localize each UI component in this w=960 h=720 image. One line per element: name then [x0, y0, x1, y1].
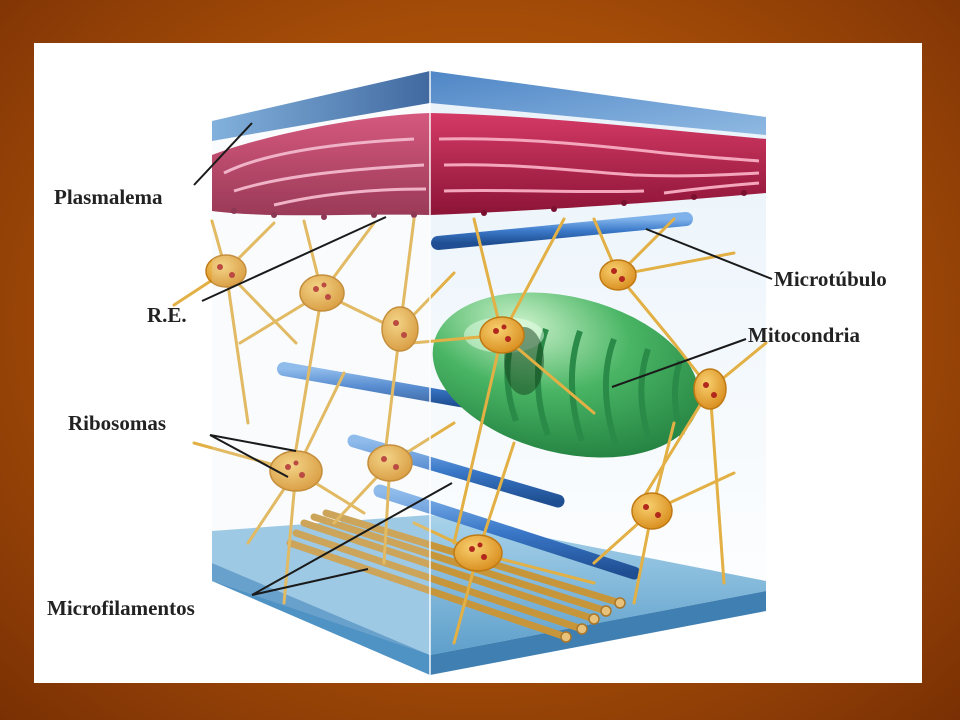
leader-lines [193, 122, 773, 596]
label-ribosomas: Ribosomas [68, 411, 167, 435]
cube-left-face [212, 71, 430, 655]
ribosome-dots [217, 264, 717, 560]
ribosome-cells [205, 254, 727, 572]
plasmalema-membrane [212, 71, 766, 141]
label-plasmalema: Plasmalema [54, 185, 163, 209]
label-microtubulo: Microtúbulo [774, 267, 887, 291]
label-microfilamentos: Microfilamentos [47, 596, 195, 620]
cytoskeleton-illustration [172, 71, 773, 675]
diagram-panel: Plasmalema R.E. Ribosomas Microfilamento… [34, 43, 922, 683]
endoplasmic-reticulum [212, 113, 766, 220]
label-re: R.E. [147, 303, 187, 327]
label-mitocondria: Mitocondria [748, 323, 860, 347]
